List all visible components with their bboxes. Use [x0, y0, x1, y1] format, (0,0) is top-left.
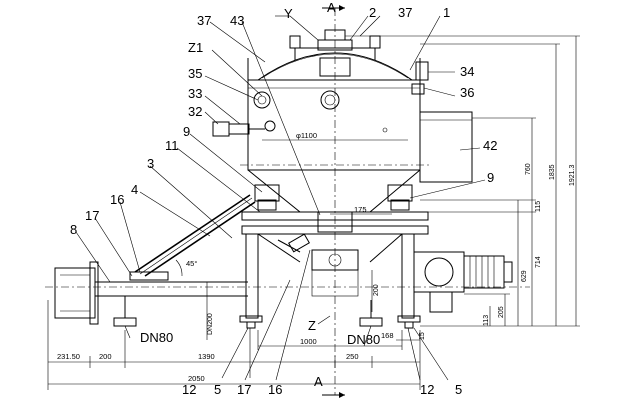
inclined-conveyor [129, 194, 256, 281]
dim-1921-3: 1921.3 [569, 164, 576, 186]
callout-37-left: 37 [197, 13, 211, 28]
callout-a-top: A [327, 0, 336, 15]
callout-a-bottom: A [314, 374, 323, 389]
callout-12-left: 12 [182, 382, 196, 397]
callout-33: 33 [188, 86, 202, 101]
callout-5-left: 5 [214, 382, 221, 397]
horizontal-pipe [54, 261, 248, 327]
callout-32: 32 [188, 104, 202, 119]
leader-lines [75, 15, 486, 381]
callout-labels: Y A 2 37 1 37 43 Z1 34 35 36 33 32 42 9 … [70, 0, 497, 397]
dim-200-vertical: 200 [373, 284, 380, 296]
callout-16-left: 16 [110, 192, 124, 207]
dim-714: 714 [535, 256, 542, 268]
callout-dn80-left: DN80 [140, 330, 173, 345]
dimension-lines [47, 35, 580, 390]
callout-35: 35 [188, 66, 202, 81]
callout-4: 4 [131, 182, 138, 197]
dim-231-50: 231.50 [57, 352, 80, 361]
control-panel-42 [419, 111, 473, 183]
callout-1: 1 [443, 5, 450, 20]
callout-5-right: 5 [455, 382, 462, 397]
callout-34: 34 [460, 64, 474, 79]
callout-17-left: 17 [85, 208, 99, 223]
dim-1000: 1000 [300, 337, 317, 346]
dim-205: 205 [498, 306, 505, 318]
callout-36: 36 [460, 85, 474, 100]
center-lines [45, 8, 530, 395]
dimension-labels: φ1100 175 45° DN200 200 1000 250 168 15 … [57, 131, 576, 383]
dim-2050: 2050 [188, 374, 205, 383]
callout-43: 43 [230, 13, 244, 28]
dim-175: 175 [354, 205, 367, 214]
dim-15: 15 [419, 332, 426, 340]
central-discharge [277, 211, 359, 297]
callout-8: 8 [70, 222, 77, 237]
gear-motor [359, 251, 513, 327]
dim-115: 115 [535, 201, 542, 212]
dim-760: 760 [525, 163, 532, 175]
callout-37-top: 37 [398, 5, 412, 20]
callout-y: Y [284, 6, 293, 21]
callout-z: Z [308, 318, 316, 333]
dim-200-bottom: 200 [99, 352, 112, 361]
dim-1390: 1390 [198, 352, 215, 361]
callout-9-right: 9 [487, 170, 494, 185]
item-34-36 [411, 61, 429, 95]
callout-dn80-right: DN80 [347, 332, 380, 347]
callout-16-bottom: 16 [268, 382, 282, 397]
dim-dn200: DN200 [207, 313, 214, 335]
dim-629: 629 [521, 270, 528, 282]
dim-45deg: 45° [186, 259, 197, 268]
section-markers [322, 5, 345, 398]
dim-250: 250 [346, 352, 359, 361]
callout-3: 3 [147, 156, 154, 171]
dim-phi1100: φ1100 [296, 131, 317, 140]
callout-2: 2 [369, 5, 376, 20]
callout-9-left: 9 [183, 124, 190, 139]
dim-1835: 1835 [549, 164, 556, 180]
item-32-33-35 [212, 120, 276, 137]
callout-12-right: 12 [420, 382, 434, 397]
callout-z1: Z1 [188, 40, 203, 55]
dim-113: 113 [483, 315, 490, 326]
callout-17-bottom: 17 [237, 382, 251, 397]
callout-42: 42 [483, 138, 497, 153]
callout-11: 11 [165, 138, 179, 153]
support-brackets [254, 184, 413, 211]
dim-168: 168 [381, 331, 394, 340]
